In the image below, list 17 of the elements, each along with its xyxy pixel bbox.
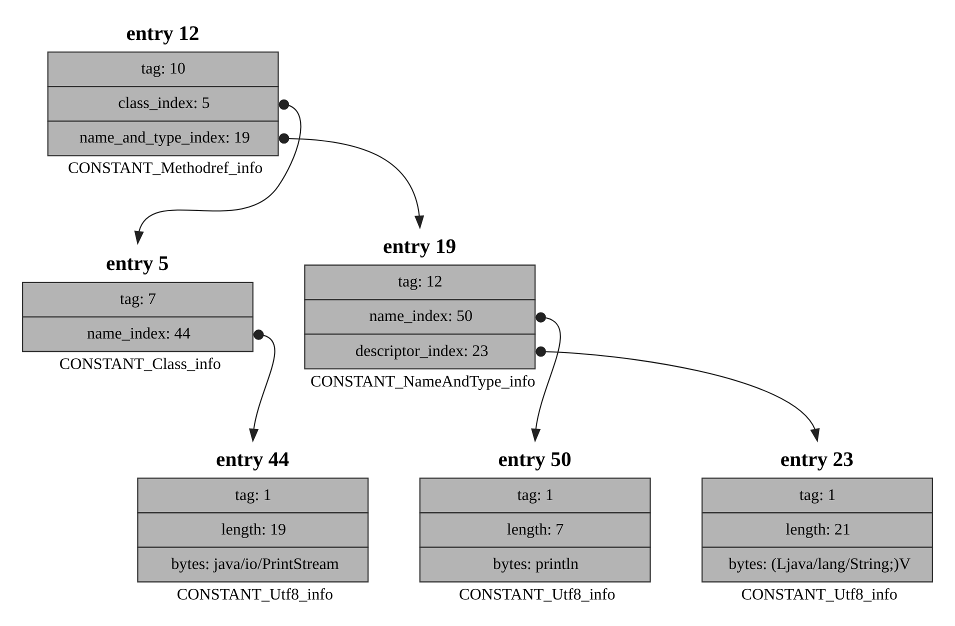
node-label: entry 19 xyxy=(383,235,456,258)
node-label: CONSTANT_Methodref_info xyxy=(68,160,263,177)
arrow xyxy=(536,346,820,442)
node-label: CONSTANT_Class_info xyxy=(59,356,222,373)
arrow xyxy=(134,98,302,244)
node-label: CONSTANT_Utf8_info xyxy=(741,586,898,603)
arrow xyxy=(278,132,424,229)
node-label: entry 12 xyxy=(126,22,200,44)
node-label: entry 50 xyxy=(498,448,572,470)
node-label: entry 5 xyxy=(106,252,169,275)
node-label: entry 44 xyxy=(216,448,290,470)
node-label: CONSTANT_Utf8_info xyxy=(176,586,334,603)
node-label: CONSTANT_NameAndType_info xyxy=(310,372,536,390)
arrow xyxy=(531,312,561,442)
arrow xyxy=(249,329,276,442)
node-label: CONSTANT_Utf8_info xyxy=(459,586,616,603)
node-label: entry 23 xyxy=(780,448,854,470)
